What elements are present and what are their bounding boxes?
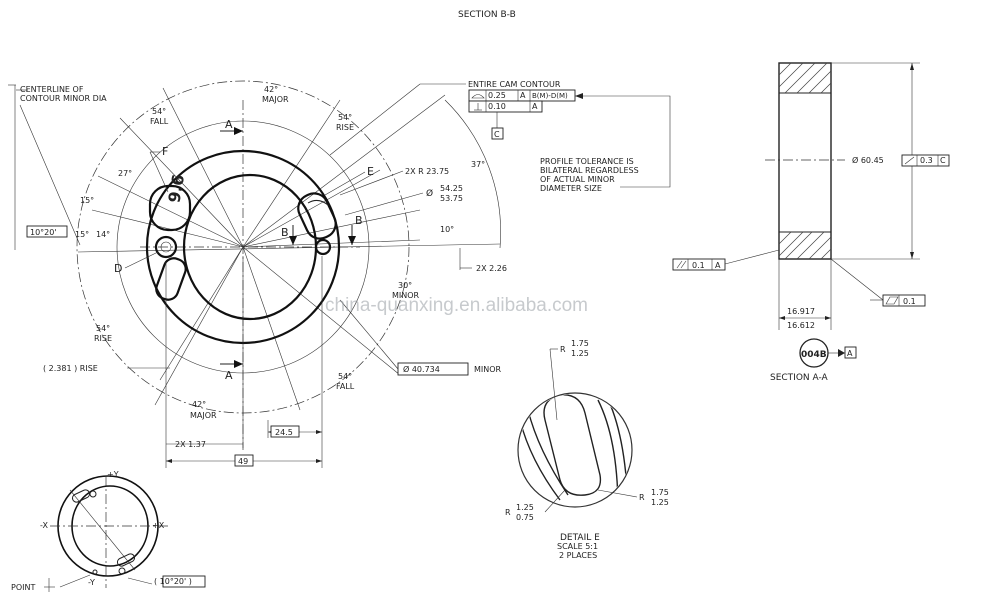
datum-a-box: A	[847, 349, 853, 358]
r-top-upper: 1.75	[571, 339, 589, 348]
row1-ref2: B(M)-D(M)	[532, 92, 568, 100]
rise-left: RISE	[94, 334, 112, 343]
angle-15-b: 15°	[75, 230, 89, 239]
plus-x: +X	[152, 521, 165, 530]
r-right-upper: 1.75	[651, 488, 669, 497]
detail-tag: 004B	[801, 350, 827, 360]
major-bottom: MAJOR	[190, 411, 217, 420]
plus-y: +Y	[107, 470, 119, 479]
point-label: POINT	[11, 583, 35, 592]
angle-14: 14°	[96, 230, 110, 239]
r-top-lower: 1.25	[571, 349, 589, 358]
r-left-lower: 0.75	[516, 513, 534, 522]
dim-24-5: 24.5	[275, 428, 293, 437]
section-aa-view: Ø 60.45 0.3 C 0.1 A 0.1 16.917 16.612 00…	[672, 62, 950, 383]
centerline-note-1: CENTERLINE OF	[20, 85, 84, 94]
radial-lines	[77, 87, 501, 411]
dia-upper: 54.25	[440, 184, 463, 193]
minus-x: -X	[40, 521, 48, 530]
angle-10-20: 10°20'	[30, 228, 57, 237]
rise-top: RISE	[336, 123, 354, 132]
thk-lower: 16.612	[787, 321, 815, 330]
label-e: E	[367, 165, 374, 178]
centerline-note: CENTERLINE OF CONTOUR MINOR DIA	[8, 84, 107, 250]
detail-e-view: R 1.75 1.25 R 1.75 1.25 R 1.25 0.75 DETA…	[505, 339, 669, 560]
note-line-3: OF ACTUAL MINOR	[540, 175, 615, 184]
slot-lower-left	[155, 257, 187, 301]
detail-e-title: DETAIL E	[560, 533, 600, 543]
r-right-lower: 1.25	[651, 498, 669, 507]
angle-54-rise-left: 54°	[96, 324, 110, 333]
section-b-right: B	[355, 214, 363, 227]
row1-ref1: A	[520, 91, 526, 100]
row1-tol: 0.25	[488, 91, 506, 100]
runout-tol: 0.3	[920, 156, 933, 165]
minor-dia-box: Ø 40.734	[403, 364, 440, 374]
row2-ref: A	[532, 102, 538, 111]
dim-49: 49	[238, 457, 248, 466]
minus-y: -Y	[88, 578, 95, 587]
angle-ref: ( 10°20' )	[154, 577, 192, 586]
parallel-ref: A	[715, 261, 721, 270]
angle-54-fall: 54°	[152, 107, 166, 116]
angle-27: 27°	[118, 169, 132, 178]
entire-cam-contour: ENTIRE CAM CONTOUR	[468, 80, 561, 89]
major-top: MAJOR	[262, 95, 289, 104]
row2-tol: 0.10	[488, 102, 506, 111]
slot-f	[148, 184, 192, 232]
centerline-note-2: CONTOUR MINOR DIA	[20, 94, 107, 103]
thk-upper: 16.917	[787, 307, 815, 316]
parallel-tol: 0.1	[692, 261, 705, 270]
flat-tol: 0.1	[903, 297, 916, 306]
bottom-dimensions: 24.5 2X 1.37 49	[165, 256, 323, 468]
dim-2x-137: 2X 1.37	[175, 440, 206, 449]
hole-d	[154, 235, 178, 259]
angle-10: 10°	[440, 225, 454, 234]
r-right-label: R	[639, 493, 645, 502]
minor-dia-text: MINOR	[474, 365, 502, 374]
feature-control-frame: ENTIRE CAM CONTOUR 0.25 A B(M)-D(M) 0.10…	[329, 80, 671, 193]
slot-e	[297, 192, 337, 240]
angle-15-a: 15°	[80, 196, 94, 205]
section-b-left: B	[281, 226, 289, 239]
angle-30: 30°	[398, 281, 412, 290]
section-a-bottom: A	[225, 369, 233, 382]
hole-right	[314, 238, 332, 256]
detail-e-places: 2 PLACES	[559, 551, 597, 560]
rise-2381: ( 2.381 ) RISE	[43, 364, 98, 373]
runout-ref: C	[940, 156, 946, 165]
radius-note: 2X R 23.75	[405, 167, 449, 176]
note-line-1: PROFILE TOLERANCE IS	[540, 157, 634, 166]
fall-label: FALL	[150, 117, 169, 126]
angle-42-top: 42°	[264, 85, 278, 94]
angle-54-rise-top: 54°	[338, 113, 352, 122]
r-top-label: R	[560, 345, 566, 354]
detail-e-scale: SCALE 5:1	[557, 542, 598, 551]
r-left-label: R	[505, 508, 511, 517]
dia-lower: 53.75	[440, 194, 463, 203]
angle-37: 37°	[471, 160, 485, 169]
label-f: F	[162, 145, 168, 158]
section-bb-title: SECTION B-B	[458, 10, 516, 20]
angle-42-bottom: 42°	[192, 400, 206, 409]
section-a-top: A	[225, 118, 233, 131]
dia-symbol: Ø	[426, 188, 433, 199]
angle-54-fall-bottom: 54°	[338, 372, 352, 381]
small-axis-view: +Y -Y -X +X POINT ( 10°20' )	[11, 470, 206, 592]
minor-30: MINOR	[392, 291, 420, 300]
section-aa-dia: Ø 60.45	[852, 155, 884, 165]
pin-mark: 9.6	[164, 173, 188, 204]
main-cam-view: 9.6 A A B B	[76, 80, 501, 450]
datum-c: C	[494, 130, 500, 139]
note-line-2: BILATERAL REGARDLESS	[540, 166, 639, 175]
watermark-text: china-quanxing.en.alibaba.com	[325, 295, 588, 316]
section-aa-title: SECTION A-A	[770, 373, 829, 383]
fall-bottom: FALL	[336, 382, 355, 391]
note-line-4: DIAMETER SIZE	[540, 184, 602, 193]
label-d: D	[114, 262, 122, 275]
r-left-upper: 1.25	[516, 503, 534, 512]
dim-2x-226: 2X 2.26	[476, 264, 507, 273]
